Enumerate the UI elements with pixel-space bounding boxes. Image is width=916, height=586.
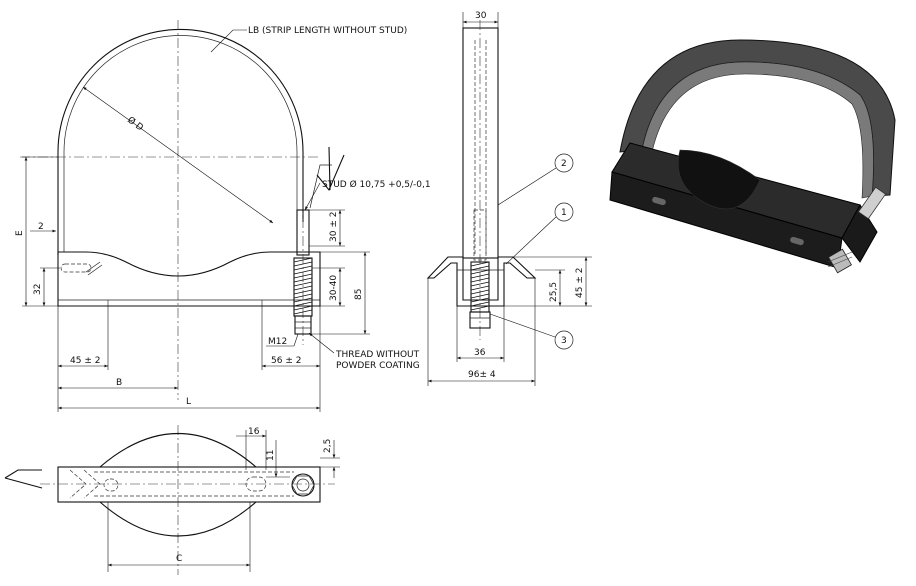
l-label: L	[186, 397, 191, 407]
nut-top	[291, 473, 315, 497]
base-bracket	[57, 251, 321, 307]
dim-2-5: 2,5	[323, 439, 333, 453]
b-label: B	[116, 378, 122, 388]
dim-25-5: 25,5	[549, 282, 559, 302]
thread-label-2: POWDER COATING	[336, 361, 420, 371]
callout-3: 3	[561, 336, 567, 346]
callout-2-circle	[554, 153, 574, 173]
strap-outline	[57, 28, 304, 255]
strap-side	[462, 27, 499, 259]
m12-label: M12	[268, 337, 287, 347]
diameter-label: Ø D	[125, 115, 145, 134]
dim-side-45: 45 ± 2	[575, 268, 585, 298]
callout-1-circle	[554, 202, 574, 222]
top-view: 16 11 2,5 C	[4, 425, 340, 575]
dim-16: 16	[248, 427, 260, 437]
isometric-render	[609, 39, 896, 274]
dim-11: 11	[266, 450, 276, 461]
dim-30pm2: 30 ± 2	[329, 212, 339, 242]
thread-label-1: THREAD WITHOUT	[335, 350, 420, 360]
callout-3-circle	[554, 330, 574, 350]
strap-top-ellipse	[99, 432, 257, 468]
dim-85: 85	[354, 289, 364, 300]
callout-2: 2	[561, 159, 567, 169]
dim-36: 36	[474, 348, 486, 358]
bracket-side	[426, 256, 537, 307]
dim-side-30: 30	[475, 11, 487, 21]
dim-32: 32	[33, 284, 43, 295]
callout-1: 1	[561, 208, 567, 218]
dim-45: 45 ± 2	[70, 356, 100, 366]
c-label: C	[176, 554, 182, 564]
side-view: 30 25,5 45 ± 2 36 96± 4 2 1 3	[426, 11, 592, 386]
front-view: Ø D LB (STRIP LENGTH WITHOUT STUD) STUD …	[15, 20, 431, 412]
stud-label: STUD Ø 10,75 +0,5/-0,1	[322, 179, 431, 190]
lb-label: LB (STRIP LENGTH WITHOUT STUD)	[248, 26, 407, 36]
e-label: E	[15, 230, 25, 236]
nut-3d	[827, 248, 853, 274]
dim-30-40: 30-40	[329, 275, 339, 301]
dim-2: 2	[38, 222, 44, 232]
dim-56: 56 ± 2	[271, 356, 301, 366]
dim-96: 96± 4	[468, 370, 496, 380]
base-plate-top	[57, 466, 321, 503]
